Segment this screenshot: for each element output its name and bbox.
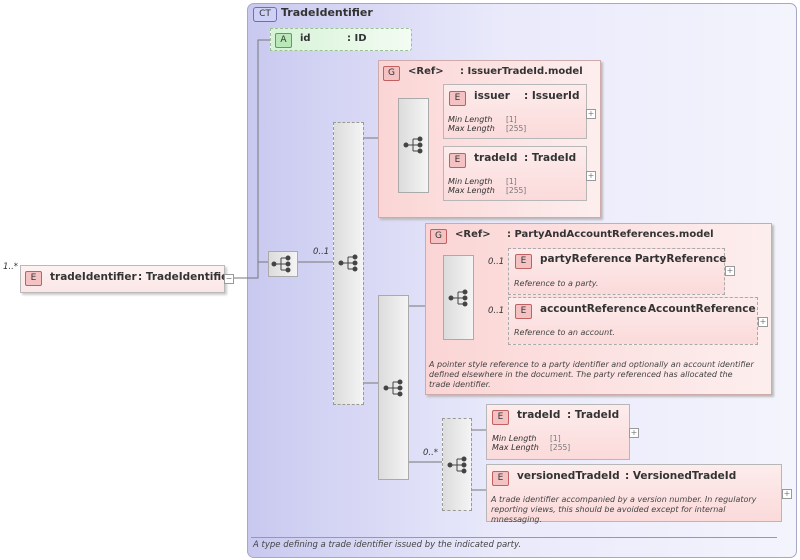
- ct-doc-separator: [251, 537, 777, 538]
- element-party-reference[interactable]: [508, 248, 725, 295]
- inner-tradeid-name: tradeId: [517, 409, 561, 421]
- element-tradeid[interactable]: [443, 146, 587, 201]
- root-element-tag: E: [25, 271, 42, 286]
- account-reference-doc: Reference to an account.: [514, 328, 615, 337]
- root-element-type: : TradeIdentifier: [138, 271, 234, 283]
- group-issuer-name: : IssuerTradeId.model: [460, 66, 583, 77]
- tradeid-min-length-label: Min Length: [448, 177, 493, 186]
- sequence-icon: [447, 456, 467, 474]
- sequence-icon: [403, 136, 423, 154]
- inner-sequence-compositor[interactable]: [442, 418, 472, 511]
- attribute-type: : ID: [347, 33, 367, 44]
- inner-tradeid-type: : TradeId: [567, 409, 620, 421]
- root-element-name: tradeIdentifier: [50, 271, 137, 283]
- party-reference-tag: E: [515, 254, 532, 269]
- outer-choice-cardinality: 0..1: [313, 247, 330, 257]
- complex-type-documentation: A type defining a trade identifier issue…: [253, 540, 522, 550]
- versioned-tradeid-name: versionedTradeId: [517, 470, 620, 482]
- group-party-tag: G: [430, 229, 447, 244]
- inner-sequence-cardinality: 0..*: [423, 448, 439, 458]
- issuer-sequence-compositor[interactable]: [398, 98, 429, 193]
- tradeid-type: : TradeId: [524, 152, 577, 164]
- party-reference-type: : PartyReference: [627, 253, 727, 265]
- inner-tradeid-min-length-label: Min Length: [492, 434, 537, 443]
- group-party-ref: <Ref>: [455, 229, 491, 240]
- inner-tradeid-expand-button[interactable]: +: [629, 428, 639, 438]
- issuer-max-length-label: Max Length: [448, 124, 495, 133]
- account-reference-tag: E: [515, 304, 532, 319]
- root-element-box[interactable]: [20, 265, 225, 293]
- element-issuer[interactable]: [443, 84, 587, 139]
- party-choice-compositor[interactable]: [443, 255, 474, 340]
- versioned-tradeid-tag: E: [492, 471, 509, 486]
- group-party-name: : PartyAndAccountReferences.model: [507, 229, 714, 240]
- group-issuer-ref: <Ref>: [408, 66, 444, 77]
- sequence-icon: [383, 379, 403, 397]
- group-party-documentation: A pointer style reference to a party ide…: [429, 360, 754, 389]
- root-collapse-button[interactable]: −: [224, 274, 234, 284]
- party-reference-name: partyReference: [540, 253, 632, 265]
- tradeid-name: tradeId: [474, 152, 518, 164]
- choice-icon: [448, 289, 468, 307]
- issuer-tag: E: [449, 91, 466, 106]
- attribute-name: id: [300, 33, 311, 44]
- account-reference-cardinality: 0..1: [488, 306, 505, 316]
- party-sequence-compositor[interactable]: [378, 295, 409, 480]
- account-reference-expand-button[interactable]: +: [758, 317, 768, 327]
- sequence-icon: [271, 255, 291, 273]
- party-reference-expand-button[interactable]: +: [725, 266, 735, 276]
- outer-sequence-compositor[interactable]: [268, 251, 298, 277]
- issuer-type: : IssuerId: [524, 90, 580, 102]
- inner-tradeid-min-length-value: [1]: [550, 434, 561, 443]
- inner-tradeid-max-length-label: Max Length: [492, 443, 539, 452]
- attribute-id-box: [270, 28, 412, 51]
- inner-tradeid-tag: E: [492, 410, 509, 425]
- issuer-max-length-value: [255]: [506, 124, 527, 133]
- root-cardinality: 1..*: [3, 262, 19, 272]
- party-reference-cardinality: 0..1: [488, 257, 505, 267]
- element-account-reference[interactable]: [508, 297, 758, 345]
- account-reference-type: : AccountReference: [640, 303, 756, 315]
- issuer-min-length-value: [1]: [506, 115, 517, 124]
- issuer-name: issuer: [474, 90, 510, 102]
- versioned-tradeid-expand-button[interactable]: +: [782, 489, 792, 499]
- complex-type-tag: CT: [253, 7, 277, 22]
- group-issuer-tag: G: [383, 66, 400, 81]
- tradeid-max-length-label: Max Length: [448, 186, 495, 195]
- complex-type-name: TradeIdentifier: [281, 6, 373, 19]
- inner-tradeid-max-length-value: [255]: [550, 443, 571, 452]
- tradeid-max-length-value: [255]: [506, 186, 527, 195]
- party-reference-doc: Reference to a party.: [514, 279, 599, 288]
- attribute-tag: A: [275, 33, 292, 48]
- tradeid-tag: E: [449, 153, 466, 168]
- choice-icon: [338, 254, 358, 272]
- issuer-expand-button[interactable]: +: [586, 109, 596, 119]
- tradeid-expand-button[interactable]: +: [586, 171, 596, 181]
- element-versioned-tradeid[interactable]: [486, 464, 782, 522]
- versioned-tradeid-doc: A trade identifier accompanied by a vers…: [491, 495, 757, 524]
- issuer-min-length-label: Min Length: [448, 115, 493, 124]
- choice-compositor[interactable]: [333, 122, 364, 405]
- versioned-tradeid-type: : VersionedTradeId: [625, 470, 737, 482]
- tradeid-min-length-value: [1]: [506, 177, 517, 186]
- account-reference-name: accountReference: [540, 303, 647, 315]
- element-inner-tradeid[interactable]: [486, 404, 630, 460]
